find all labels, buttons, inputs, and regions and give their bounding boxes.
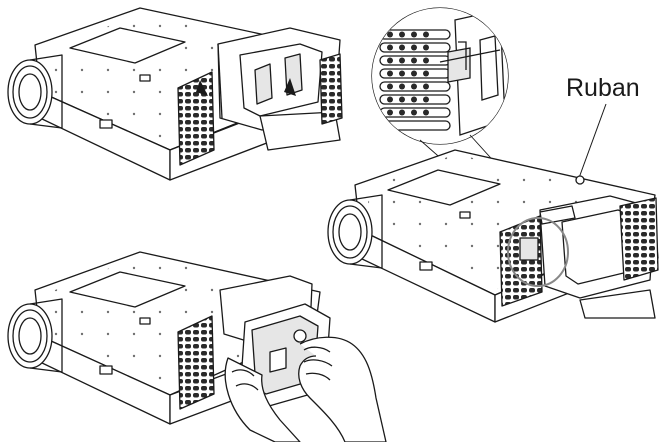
magnified-detail xyxy=(371,7,566,241)
projector-right xyxy=(327,149,659,323)
projector-bottom-left xyxy=(7,251,387,442)
projector-top-left xyxy=(7,7,343,181)
ruban-label: Ruban xyxy=(566,74,640,102)
